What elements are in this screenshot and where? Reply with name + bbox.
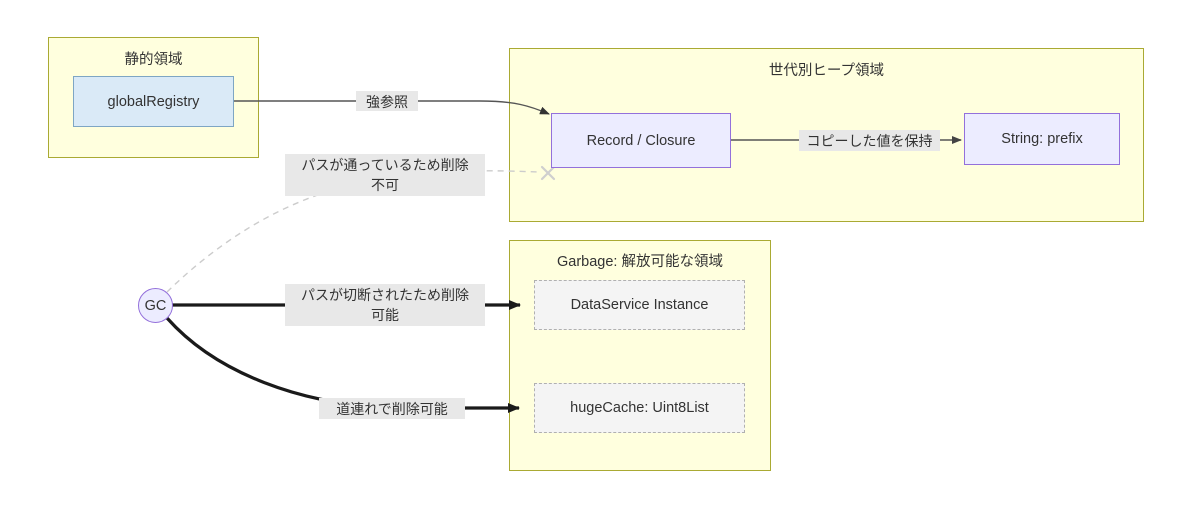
node-global-registry-label: globalRegistry <box>107 93 200 110</box>
node-huge-cache[interactable]: hugeCache: Uint8List <box>534 383 745 433</box>
node-string-prefix[interactable]: String: prefix <box>964 113 1120 165</box>
node-record-closure-label: Record / Closure <box>586 132 696 149</box>
edge-label-path-cut-deletable: パスが切断されたため削除 可能 <box>285 284 485 326</box>
node-string-prefix-label: String: prefix <box>1001 131 1083 147</box>
node-data-service-instance-label: DataService Instance <box>570 297 709 313</box>
cluster-static-area-title: 静的領域 <box>124 52 183 68</box>
node-data-service-instance[interactable]: DataService Instance <box>534 280 745 330</box>
node-global-registry[interactable]: globalRegistry <box>73 76 234 127</box>
edge-label-path-alive-no-delete: パスが通っているため削除 不可 <box>285 154 485 196</box>
cluster-garbage-area: Garbage: 解放可能な領域 <box>509 240 771 471</box>
cluster-generational-heap-title: 世代別ヒープ領域 <box>768 63 885 79</box>
edge-label-copy-retained: コピーした値を保持 <box>799 130 940 151</box>
edge-label-strong-reference: 強参照 <box>356 91 418 111</box>
node-record-closure[interactable]: Record / Closure <box>551 113 731 168</box>
node-gc[interactable]: GC <box>138 288 173 323</box>
node-huge-cache-label: hugeCache: Uint8List <box>570 400 709 416</box>
edge-label-cascade-deletable: 道連れで削除可能 <box>319 398 465 419</box>
edge-cascade-deletable <box>165 316 520 413</box>
cluster-garbage-area-title: Garbage: 解放可能な領域 <box>557 254 723 270</box>
node-gc-label: GC <box>144 297 167 314</box>
